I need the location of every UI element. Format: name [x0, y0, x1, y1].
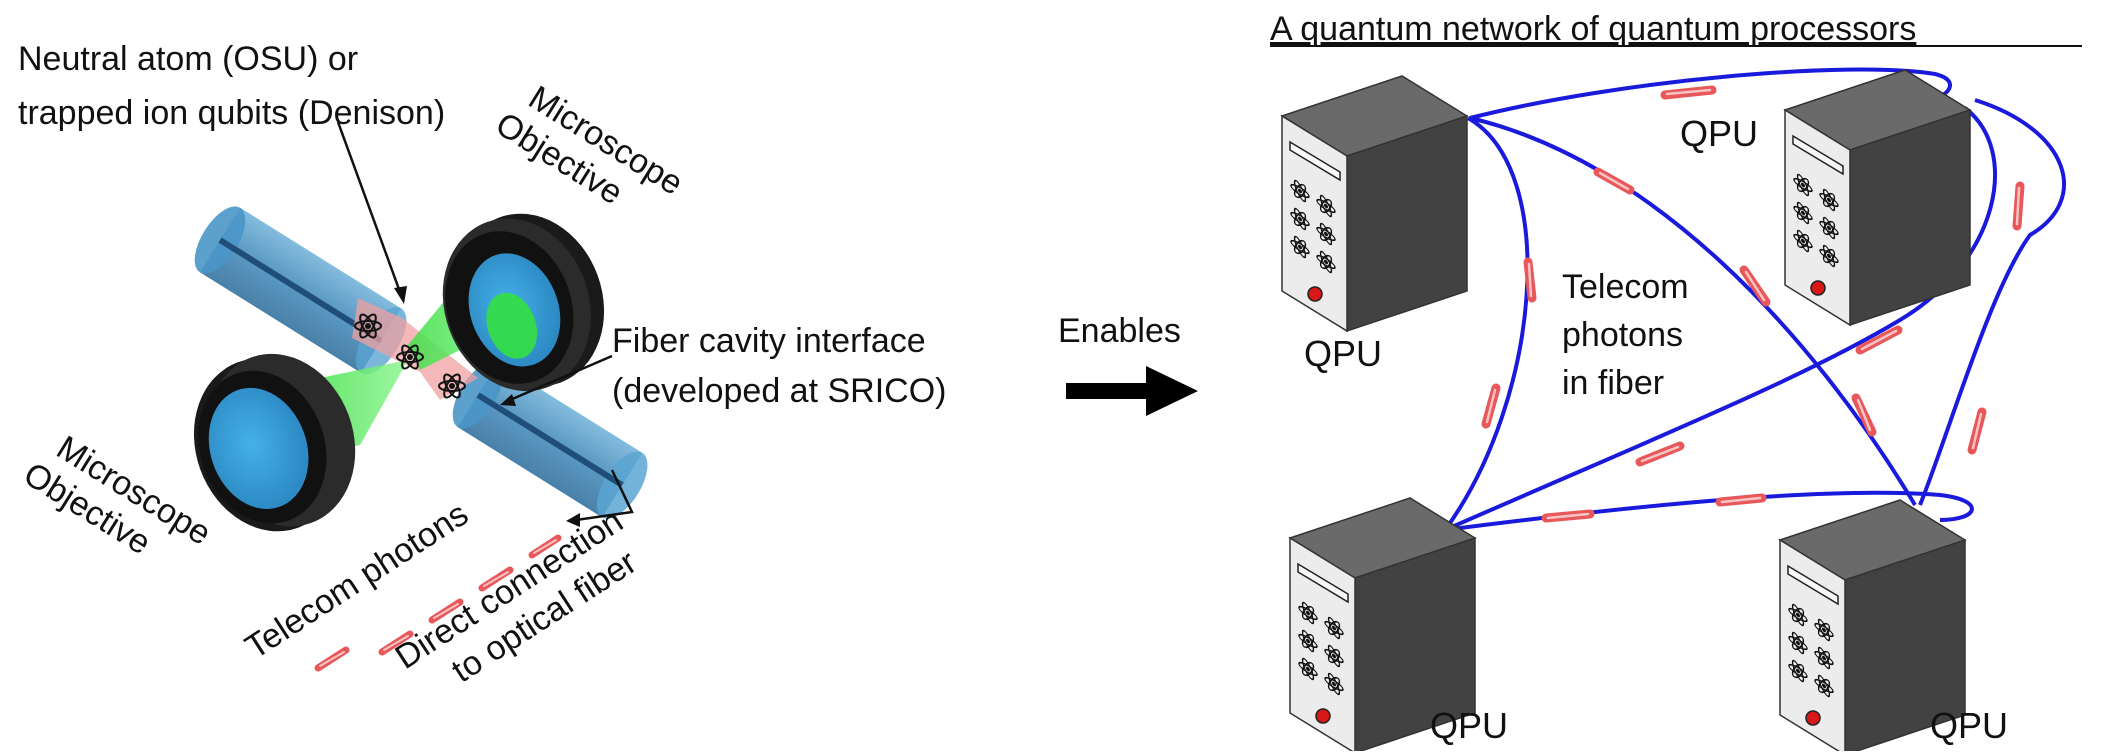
lower-objective: [193, 353, 356, 532]
qubit-label-line1: Neutral atom (OSU) or: [18, 40, 358, 78]
fiber-interface-line1: Fiber cavity interface: [612, 322, 926, 360]
qubit-pointer-arrow: [336, 121, 407, 304]
qubit-label-line2: trapped ion qubits (Denison): [18, 94, 445, 132]
enables-label: Enables: [1058, 312, 1181, 350]
qpu-label-top-right: QPU: [1680, 113, 1758, 154]
left-apparatus: [193, 121, 648, 672]
objective-bottom-label: Microscope Objective: [17, 428, 218, 562]
fiber-photon-segments: [1481, 85, 2025, 523]
direct-connection-pointer-arrow: [566, 469, 634, 527]
qpu-label-bottom-left: QPU: [1430, 705, 1508, 746]
upper-objective: [442, 213, 605, 392]
fiber-label-line1: Telecom: [1562, 268, 1689, 306]
network-title: A quantum network of quantum processors: [1270, 10, 1916, 48]
qpu-label-top-left: QPU: [1304, 333, 1382, 374]
qpu-server-top-left: [1282, 76, 1467, 331]
enables-arrow: [1066, 366, 1198, 416]
fiber-label-line2: photons: [1562, 316, 1683, 354]
fiber-interface-line2: (developed at SRICO): [612, 372, 947, 410]
qpu-label-bottom-right: QPU: [1930, 705, 2008, 746]
upper-fiber-cylinder: [194, 206, 407, 375]
objective-top-label: Microscope Objective: [489, 78, 690, 212]
telecom-photon-dashes: [314, 534, 562, 672]
qpu-server-top-right: [1785, 70, 1970, 325]
fiber-interface-pointer-arrow: [500, 354, 613, 406]
fiber-label-line3: in fiber: [1562, 364, 1664, 402]
